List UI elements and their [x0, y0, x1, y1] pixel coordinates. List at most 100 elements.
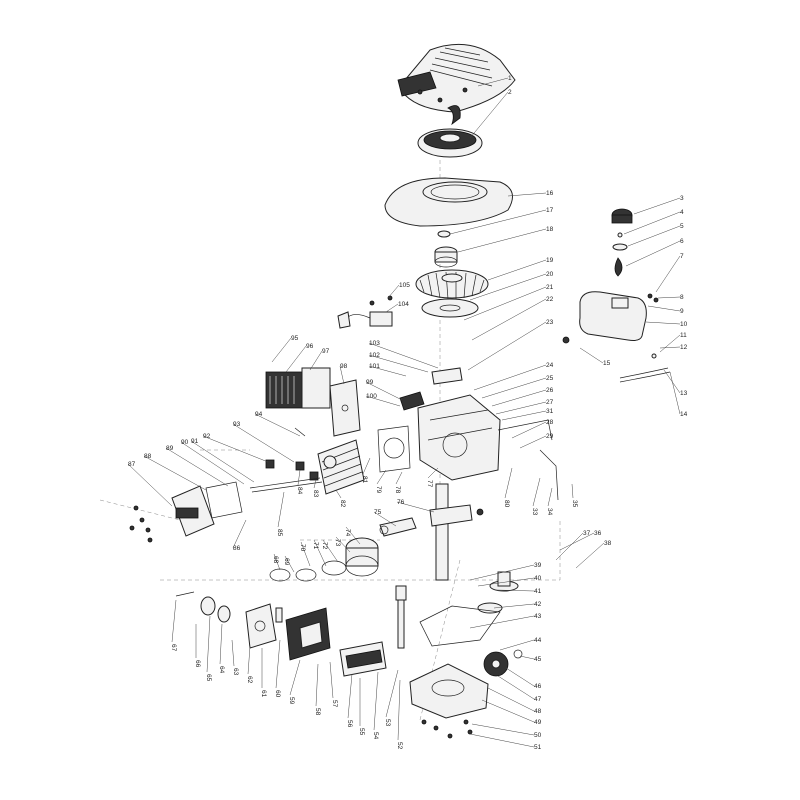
ignition-coil — [337, 295, 393, 329]
leader-line-49 — [481, 699, 535, 723]
part-label-14: 14 — [680, 411, 688, 418]
leader-line-52 — [397, 679, 401, 741]
leader-line-16 — [507, 192, 547, 197]
leader-line-73 — [335, 536, 351, 553]
leader-line-98 — [339, 365, 345, 385]
crankshaft — [429, 483, 484, 581]
leader-line-74 — [345, 526, 361, 545]
leader-line-58 — [315, 663, 319, 707]
part-label-67: 67 — [170, 644, 177, 652]
piston — [345, 537, 379, 577]
leader-line-1 — [477, 77, 509, 87]
part-label-80: 80 — [503, 500, 510, 508]
leader-line-56 — [347, 673, 353, 719]
leader-line-6 — [625, 240, 681, 267]
part-label-47: 47 — [534, 696, 542, 703]
part-label-104: 104 — [398, 301, 409, 308]
leader-line-43 — [469, 615, 535, 629]
leader-line-92 — [202, 435, 269, 463]
part-label-98: 98 — [340, 363, 348, 370]
part-label-92: 92 — [203, 433, 211, 440]
leader-line-27 — [495, 401, 547, 415]
part-label-44: 44 — [534, 637, 542, 644]
leader-line-79 — [376, 469, 387, 485]
air-filter-base — [285, 607, 331, 661]
part-label-83: 83 — [312, 490, 319, 498]
rocker-bolts — [129, 505, 153, 543]
leader-line-60 — [275, 639, 281, 689]
part-label-59: 59 — [288, 697, 295, 705]
part-label-18: 18 — [546, 226, 554, 233]
leader-line-24 — [473, 364, 547, 391]
part-label-12: 12 — [680, 344, 688, 351]
leader-line-84 — [297, 469, 301, 486]
head-gasket — [377, 425, 411, 473]
leader-line-10 — [645, 321, 681, 325]
leader-line-44 — [499, 639, 535, 651]
part-label-96: 96 — [306, 343, 314, 350]
part-label-70: 70 — [299, 544, 306, 552]
leader-line-11 — [659, 334, 681, 353]
part-label-13: 13 — [680, 390, 688, 397]
part-label-76: 76 — [397, 499, 405, 506]
part-label-93: 93 — [233, 421, 241, 428]
part-label-78: 78 — [394, 486, 401, 494]
leader-line-9 — [647, 305, 681, 312]
part-label-74: 74 — [344, 529, 351, 537]
leader-line-5 — [627, 225, 681, 247]
part-label-61: 61 — [260, 690, 267, 698]
part-label-91: 91 — [191, 438, 199, 445]
leader-line-51 — [469, 733, 535, 748]
leader-line-67 — [171, 599, 177, 643]
cam-gear — [477, 571, 519, 614]
part-label-84: 84 — [296, 487, 303, 495]
part-label-66: 66 — [194, 660, 201, 668]
leader-line-72 — [322, 539, 339, 563]
part-label-72: 72 — [321, 542, 328, 550]
leader-line-15 — [579, 347, 604, 364]
leader-line-40 — [477, 577, 535, 587]
part-label-103: 103 — [369, 340, 380, 347]
leader-line-105 — [387, 284, 400, 299]
leader-line-103 — [368, 342, 439, 369]
part-label-19: 19 — [546, 257, 554, 264]
part-label-69: 69 — [283, 558, 290, 566]
leader-line-50 — [471, 723, 535, 736]
leader-line-28 — [511, 421, 547, 439]
part-label-45: 45 — [534, 656, 542, 663]
part-label-1: 1 — [508, 75, 512, 82]
blower-housing — [384, 177, 513, 227]
part-label-88: 88 — [144, 453, 152, 460]
leader-line-69 — [284, 555, 295, 573]
leader-line-22 — [471, 298, 547, 341]
leader-line-14 — [669, 371, 681, 415]
leader-line-76 — [396, 501, 435, 513]
leader-line-96 — [285, 345, 307, 373]
leader-line-100 — [365, 395, 401, 407]
part-label-101: 101 — [369, 363, 380, 370]
leader-line-59 — [289, 659, 301, 696]
leader-line-62 — [247, 645, 251, 675]
part-label-62: 62 — [246, 676, 253, 684]
leader-line-88 — [143, 455, 207, 491]
leader-line-63 — [231, 639, 235, 667]
leader-line-75 — [373, 511, 397, 527]
leader-line-94 — [254, 413, 301, 437]
leader-line-97 — [309, 350, 323, 371]
part-label-55: 55 — [358, 728, 365, 736]
leader-line-99 — [365, 381, 403, 401]
push-rods — [249, 477, 323, 493]
crankcase — [399, 367, 501, 481]
part-label-43: 43 — [534, 613, 542, 620]
leader-line-31 — [501, 410, 547, 421]
cylinder-head — [317, 439, 365, 495]
leader-line-57 — [329, 661, 334, 699]
part-label-85: 85 — [276, 529, 283, 537]
part-label-15: 15 — [603, 360, 611, 367]
part-label-41: 41 — [534, 588, 542, 595]
part-label-52: 52 — [396, 742, 403, 750]
part-label-5: 5 — [680, 223, 684, 230]
part-label-68: 68 — [272, 556, 279, 564]
part-label-35: 35 — [571, 500, 578, 508]
